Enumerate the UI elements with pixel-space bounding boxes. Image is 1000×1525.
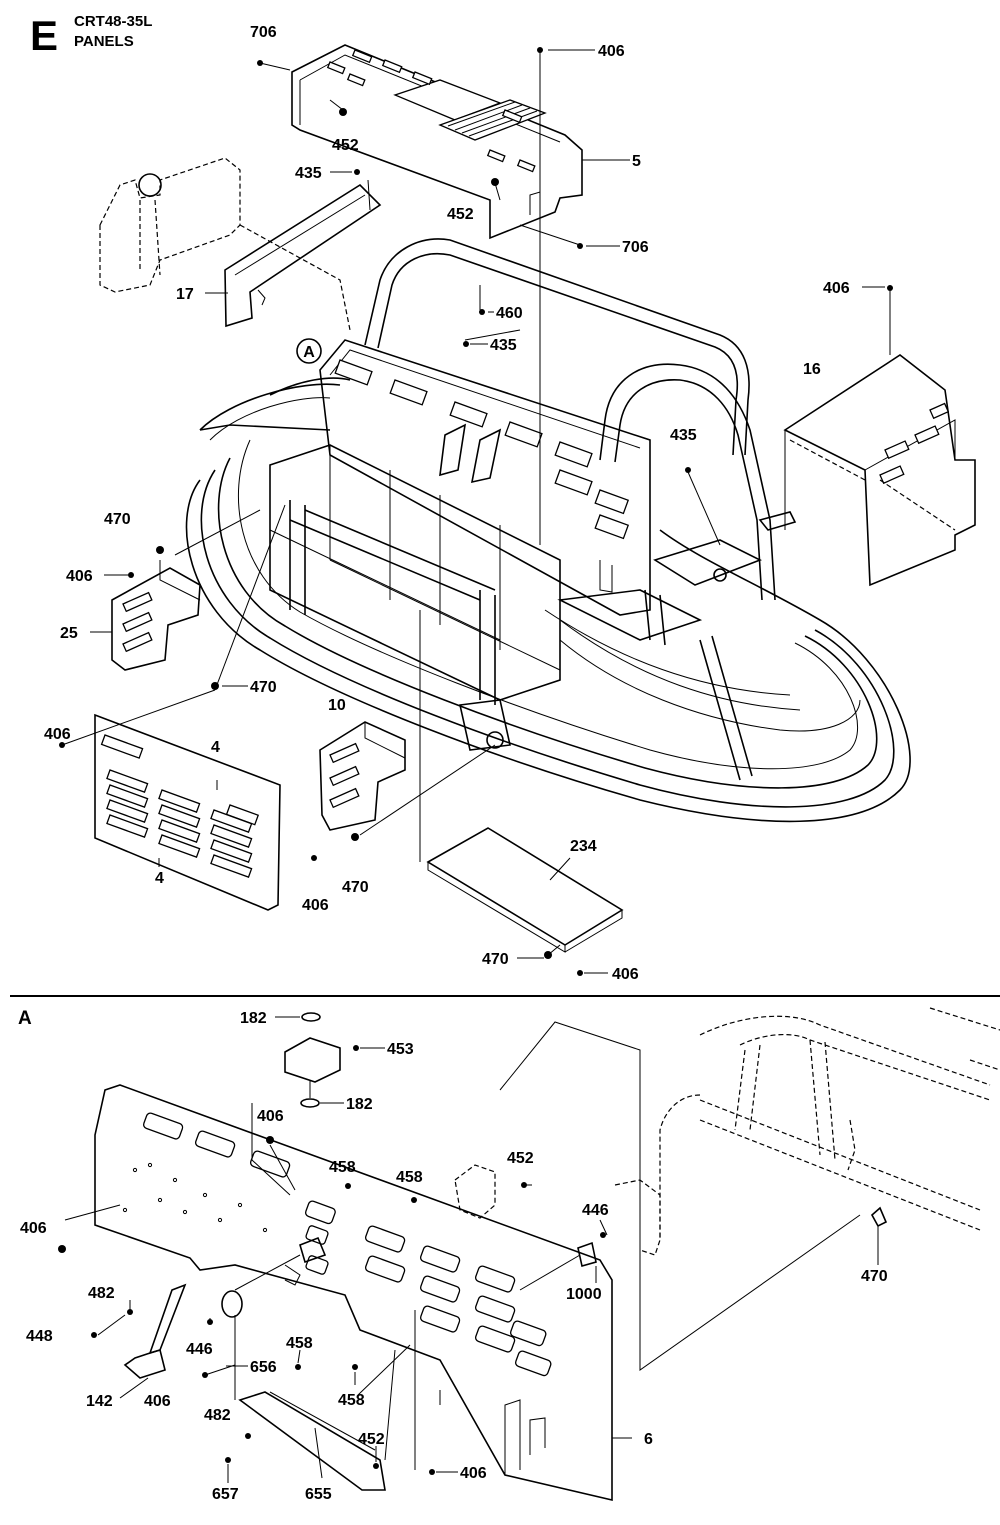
- latch-block: [299, 1236, 327, 1264]
- panel-6: [94, 1084, 613, 1502]
- callout-655: 655: [305, 1486, 332, 1503]
- callout-453: 453: [387, 1041, 414, 1058]
- callout-458-right: 458: [396, 1169, 423, 1186]
- section-title: PANELS: [74, 33, 134, 50]
- assembly-lines: [61, 52, 891, 956]
- callout-406-tray: 406: [612, 966, 639, 983]
- callout-17: 17: [176, 286, 194, 303]
- plate-655: [238, 1391, 386, 1491]
- callout-5: 5: [632, 153, 641, 170]
- lever-142: [123, 1283, 187, 1379]
- callout-656: 656: [250, 1359, 277, 1376]
- frame-context-dashed: [614, 1007, 1000, 1256]
- fuel-tank-outline: [99, 157, 241, 293]
- callout-ticks: [90, 49, 885, 974]
- panel-4: [94, 713, 281, 911]
- callout-406-panel: 406: [44, 726, 71, 743]
- detail-callout-ticks: [97, 1016, 879, 1483]
- callout-706-top: 706: [250, 24, 277, 41]
- callout-482-upper: 482: [88, 1285, 115, 1302]
- callout-406-detail-left: 406: [20, 1220, 47, 1237]
- callout-182-bottom: 182: [346, 1096, 373, 1113]
- callout-435-right: 435: [670, 427, 697, 444]
- callout-142: 142: [86, 1393, 113, 1410]
- callout-706-right: 706: [622, 239, 649, 256]
- spacer-446: [221, 1290, 243, 1318]
- callout-435-upper: 435: [295, 165, 322, 182]
- callout-452-upper: 452: [332, 137, 359, 154]
- callout-406-detail-top: 406: [257, 1108, 284, 1125]
- callout-406-left: 406: [66, 568, 93, 585]
- latch-assembly: [251, 1012, 341, 1196]
- upper-exploded-view: A 706 406 452 5 435 452 706 17: [44, 24, 976, 983]
- callout-446-right: 446: [582, 1202, 609, 1219]
- callout-406-top: 406: [598, 43, 625, 60]
- callout-16: 16: [803, 361, 821, 378]
- clip-bracket: [284, 1264, 301, 1286]
- bracket-10: [319, 721, 406, 831]
- callout-1000: 1000: [566, 1286, 602, 1303]
- callout-452-detail-lower: 452: [358, 1431, 385, 1448]
- callout-470-bracket: 470: [342, 879, 369, 896]
- callout-25: 25: [60, 625, 78, 642]
- callout-460: 460: [496, 305, 523, 322]
- callout-470-tray: 470: [482, 951, 509, 968]
- panel-17: [224, 183, 382, 328]
- callout-452-lower: 452: [447, 206, 474, 223]
- tray-234: [426, 827, 624, 953]
- model-number: CRT48-35L: [74, 13, 152, 30]
- callout-234: 234: [570, 838, 597, 855]
- callout-406-bracket: 406: [302, 897, 329, 914]
- fasteners-main: [59, 47, 893, 976]
- callout-657: 657: [212, 1486, 239, 1503]
- callout-446-left: 446: [186, 1341, 213, 1358]
- bracket-25: [111, 560, 201, 671]
- callout-406-detail-bottom: 406: [460, 1465, 487, 1482]
- callout-10: 10: [328, 697, 346, 714]
- bracket-dashed: [454, 1164, 496, 1219]
- chassis-frame: [185, 238, 911, 823]
- panel-16: [783, 354, 976, 587]
- callout-4-lower: 4: [155, 870, 164, 887]
- callout-458-left: 458: [329, 1159, 356, 1176]
- section-letter: E: [30, 12, 58, 59]
- callout-470-detail: 470: [861, 1268, 888, 1285]
- callout-470-left: 470: [104, 511, 131, 528]
- callout-458-lower-left: 458: [286, 1335, 313, 1352]
- detail-a-view: 182 453 182 406 458 458 452 406 446 1000…: [20, 1007, 1000, 1503]
- callout-406-detail-lower: 406: [144, 1393, 171, 1410]
- callout-6: 6: [644, 1431, 653, 1448]
- callout-182-top: 182: [240, 1010, 267, 1027]
- fasteners-detail: [58, 1045, 606, 1475]
- callout-458-lower-right: 458: [338, 1392, 365, 1409]
- detail-assembly-lines: [64, 1144, 581, 1470]
- detail-a-callout-circle: [296, 338, 322, 364]
- detail-a-label: A: [18, 1008, 32, 1029]
- callout-470-middle: 470: [250, 679, 277, 696]
- callout-406-right: 406: [823, 280, 850, 297]
- callout-452-detail-top: 452: [507, 1150, 534, 1167]
- callout-4-upper: 4: [211, 739, 220, 756]
- top-cover-panel: [291, 44, 583, 240]
- callout-482-lower: 482: [204, 1407, 231, 1424]
- callout-435-middle: 435: [490, 337, 517, 354]
- callout-448: 448: [26, 1328, 53, 1345]
- detail-a-callout-label: A: [303, 344, 315, 361]
